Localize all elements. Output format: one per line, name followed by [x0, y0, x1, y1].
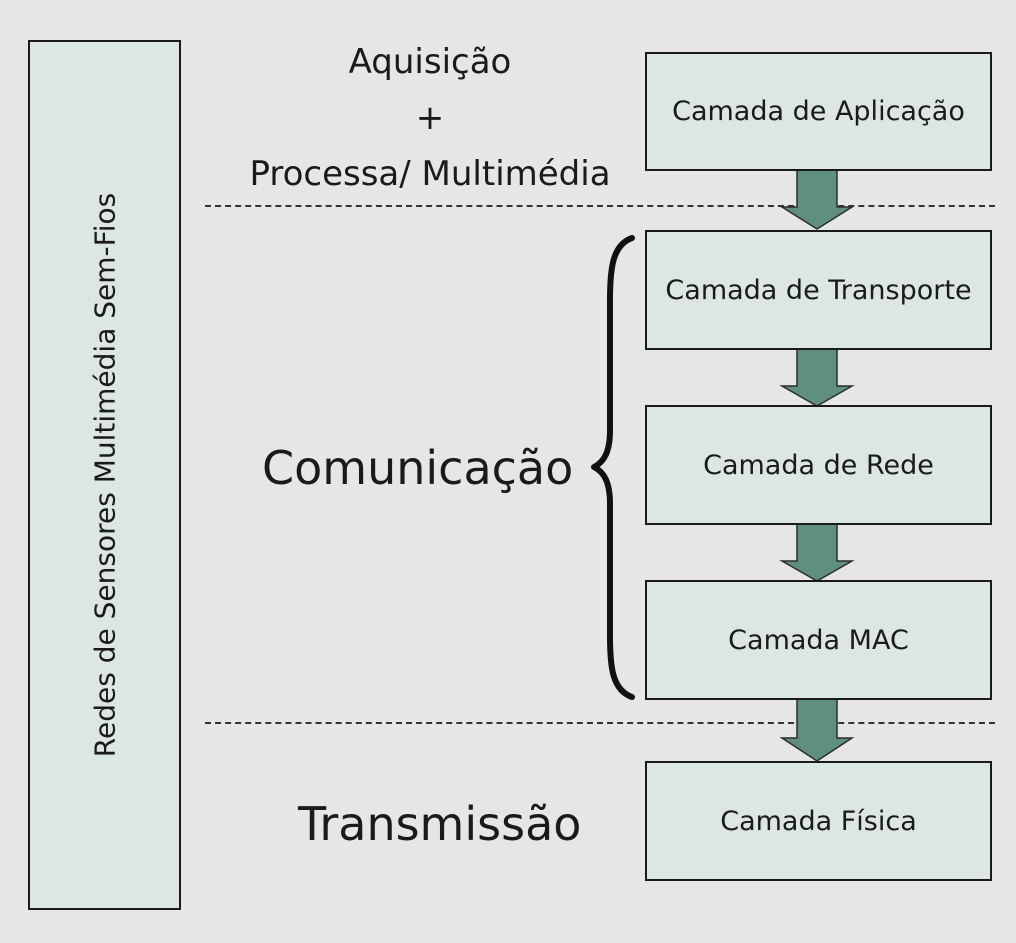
transport-layer-label: Camada de Transporte [665, 274, 972, 306]
arrow-transport-to-network [779, 348, 855, 407]
arrow-application-to-transport [779, 169, 855, 230]
network-layer-label: Camada de Rede [703, 449, 934, 481]
communication-brace [591, 235, 635, 700]
mac-layer-label: Camada MAC [728, 624, 909, 656]
arrow-network-to-mac [779, 523, 855, 582]
network-layer-box: Camada de Rede [645, 405, 992, 525]
communication-group-label: Comunicação [262, 441, 574, 495]
arrow-mac-to-physical [779, 698, 855, 762]
transmission-group-label: Transmissão [298, 797, 582, 851]
acquisition-line-2: + [415, 98, 445, 138]
acquisition-line-3: Processa/ Multimédia [249, 154, 611, 194]
physical-layer-label: Camada Física [720, 805, 917, 837]
sidebar-panel: Redes de Sensores Multimédia Sem-Fios [28, 40, 181, 910]
transport-layer-box: Camada de Transporte [645, 230, 992, 350]
physical-layer-box: Camada Física [645, 761, 992, 881]
acquisition-line-1: Aquisição [348, 42, 512, 82]
separator-bottom [205, 722, 995, 724]
separator-top [205, 205, 995, 207]
application-layer-label: Camada de Aplicação [672, 96, 965, 127]
acquisition-group-label: Aquisição + Processa/ Multimédia [240, 34, 620, 202]
application-layer-box: Camada de Aplicação [645, 52, 992, 171]
mac-layer-box: Camada MAC [645, 580, 992, 700]
